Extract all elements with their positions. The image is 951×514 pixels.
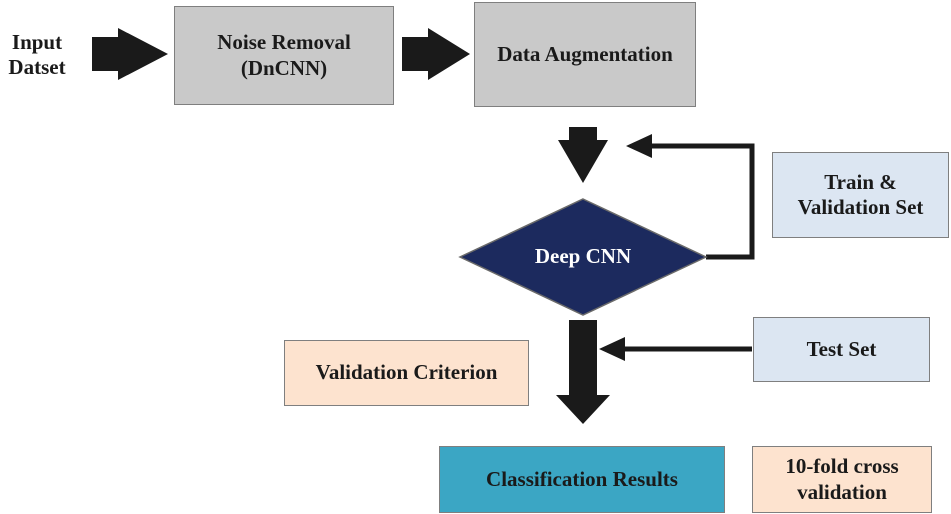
train-validation-set-box: Train & Validation Set [772, 152, 949, 238]
deep-cnn-label: Deep CNN [500, 240, 666, 274]
test-set-arrowhead [599, 337, 625, 361]
arrow-augmentation-to-cnn [558, 127, 608, 183]
validation-criterion-box: Validation Criterion [284, 340, 529, 406]
classification-results-label: Classification Results [486, 466, 678, 491]
feedback-arrowhead [626, 134, 652, 158]
feedback-line-cnn-train [650, 143, 755, 260]
noise-removal-box: Noise Removal (DnCNN) [174, 6, 394, 105]
train-validation-line2: Validation Set [797, 195, 924, 219]
arrow-noise-to-augmentation [402, 28, 470, 80]
test-set-label: Test Set [806, 336, 877, 361]
cross-validation-box: 10-fold cross validation [752, 446, 932, 513]
data-augmentation-box: Data Augmentation [474, 2, 696, 107]
arrow-cnn-to-results [556, 320, 610, 424]
noise-removal-line2: (DnCNN) [240, 55, 328, 80]
deep-cnn-diamond [458, 198, 708, 316]
input-line1: Input [11, 29, 63, 54]
cross-validation-line2: validation [797, 479, 887, 504]
noise-removal-line1: Noise Removal [217, 30, 351, 55]
deep-cnn-text: Deep CNN [534, 244, 632, 269]
classification-results-box: Classification Results [439, 446, 725, 513]
input-line2: Datset [8, 55, 66, 79]
cross-validation-line1: 10-fold cross [785, 454, 899, 479]
data-augmentation-label: Data Augmentation [497, 41, 673, 66]
train-validation-line1: Train & [824, 169, 897, 194]
test-set-box: Test Set [753, 317, 930, 382]
validation-criterion-label: Validation Criterion [315, 360, 498, 385]
arrow-input-to-noise [92, 28, 168, 80]
input-dataset-label: Input Datset [0, 26, 74, 84]
